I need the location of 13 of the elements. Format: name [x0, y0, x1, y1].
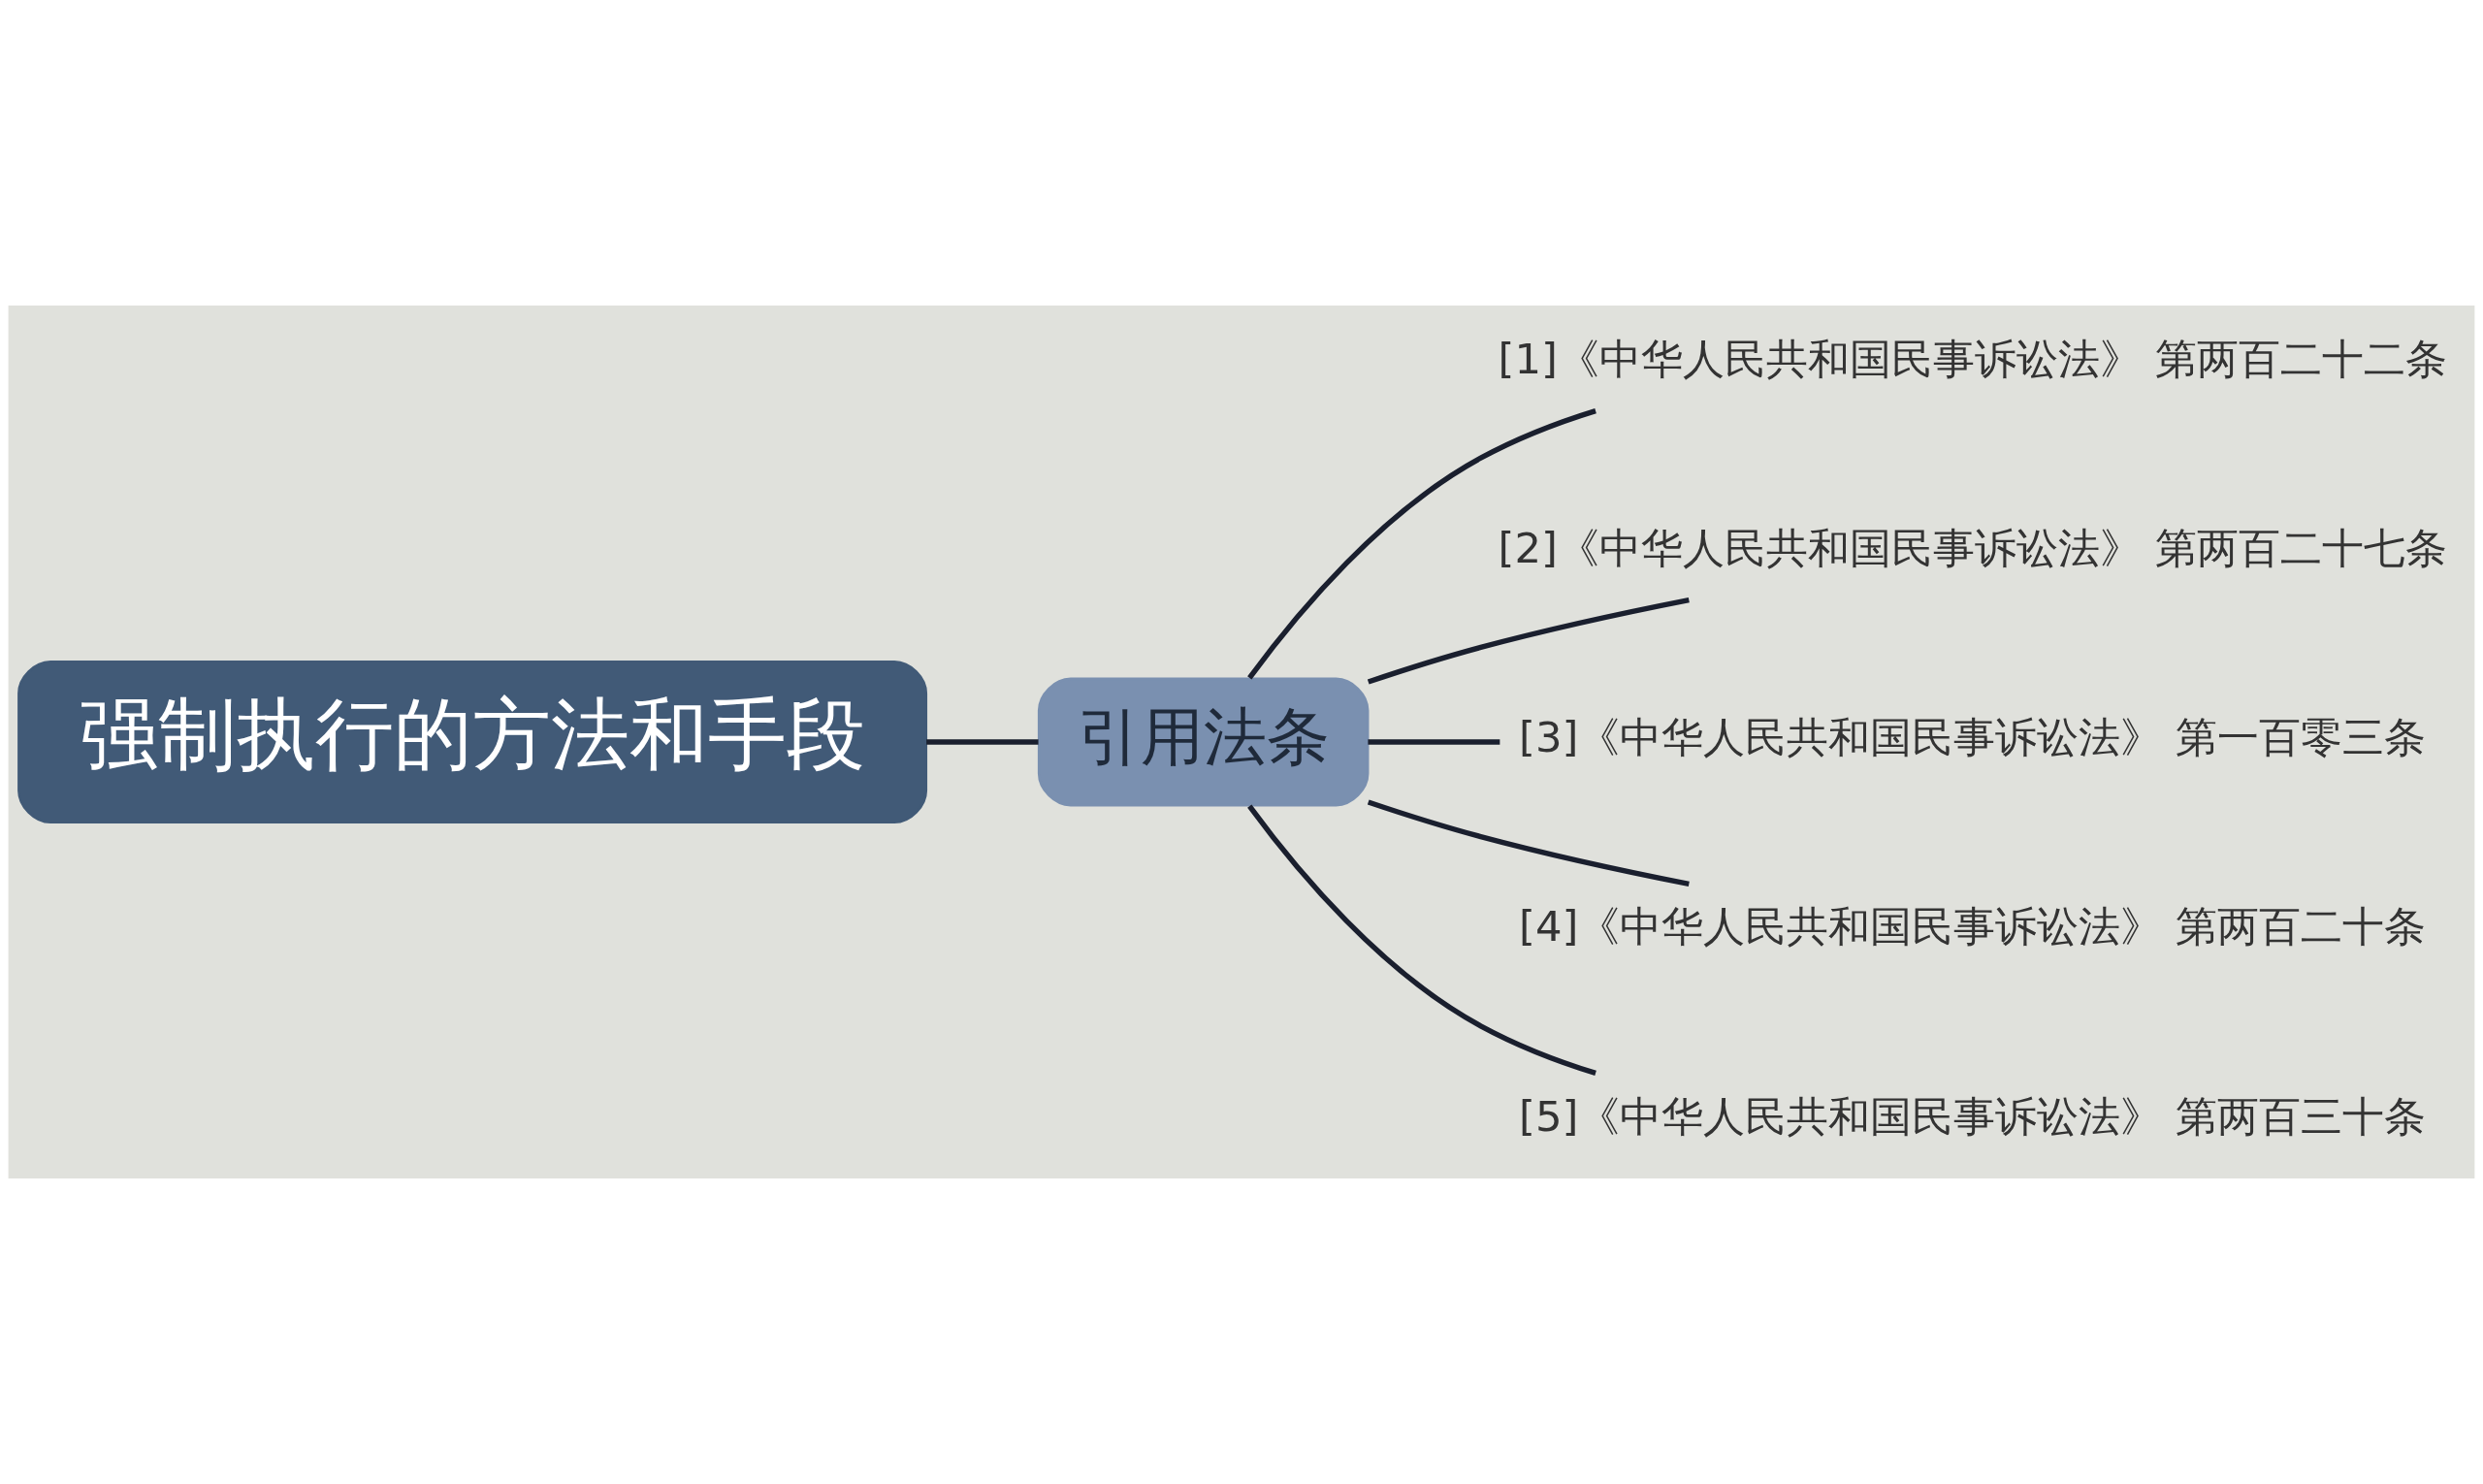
connector	[1368, 739, 1500, 745]
node-text: [2]《中华人民共和国民事诉讼法》 第两百二十七条	[1498, 524, 2447, 573]
connector	[1247, 804, 1596, 1076]
connector	[1367, 799, 1690, 887]
node-text: [1]《中华人民共和国民事诉讼法》 第两百二十二条	[1498, 334, 2447, 383]
node-text: [3]《中华人民共和国民事诉讼法》 第一百零三条	[1519, 713, 2427, 762]
node-box: 强制执行的方法和手段	[17, 660, 928, 824]
connector	[1247, 408, 1596, 680]
node-box: 引用法条	[1037, 677, 1370, 807]
node-text: [4]《中华人民共和国民事诉讼法》 第两百二十条	[1519, 902, 2427, 952]
connector	[1367, 597, 1690, 685]
node-text: [5]《中华人民共和国民事诉讼法》 第两百三十条	[1519, 1091, 2427, 1141]
connector	[926, 739, 1039, 745]
